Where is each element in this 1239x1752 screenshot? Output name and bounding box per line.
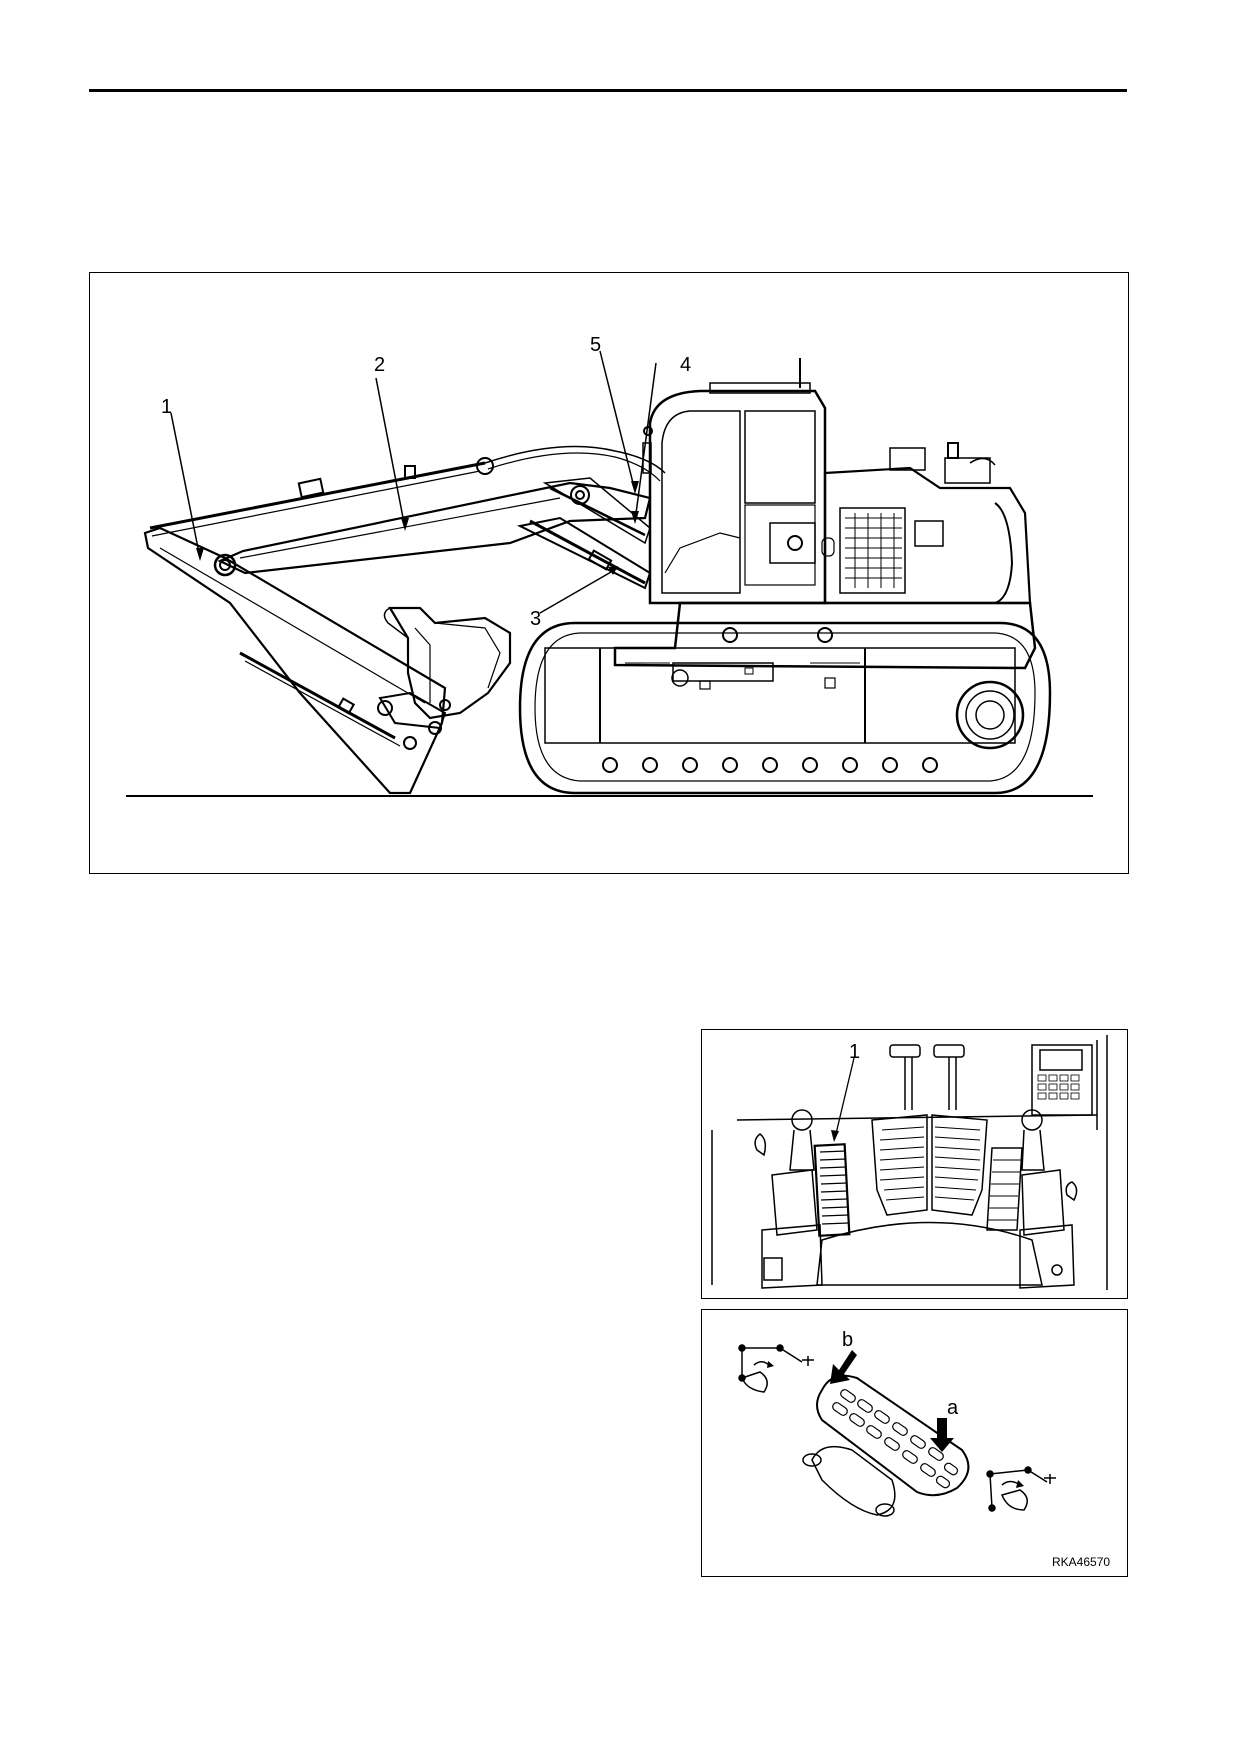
callout-a: a <box>947 1397 959 1419</box>
callout-5: 5 <box>590 334 601 356</box>
callout-b: b <box>842 1329 853 1351</box>
callout-3: 3 <box>530 608 541 630</box>
cab-interior-illustration: 1 <box>711 1035 1108 1290</box>
excavator-side-view-figure: 1 2 3 4 5 <box>89 272 1129 874</box>
callout-2: 2 <box>374 354 385 376</box>
callout-4: 4 <box>680 354 691 376</box>
cab-interior-figure: 1 <box>701 1029 1128 1299</box>
callout-1: 1 <box>161 396 172 418</box>
pedal-operation-figure: b a RKA46570 <box>701 1309 1128 1577</box>
excavator-illustration: 1 2 3 4 5 <box>126 334 1093 797</box>
header-rule <box>89 89 1127 92</box>
pedal-operation-illustration: b a RKA46570 <box>738 1329 1110 1569</box>
figure-code: RKA46570 <box>1052 1555 1110 1569</box>
callout-1: 1 <box>849 1041 860 1063</box>
